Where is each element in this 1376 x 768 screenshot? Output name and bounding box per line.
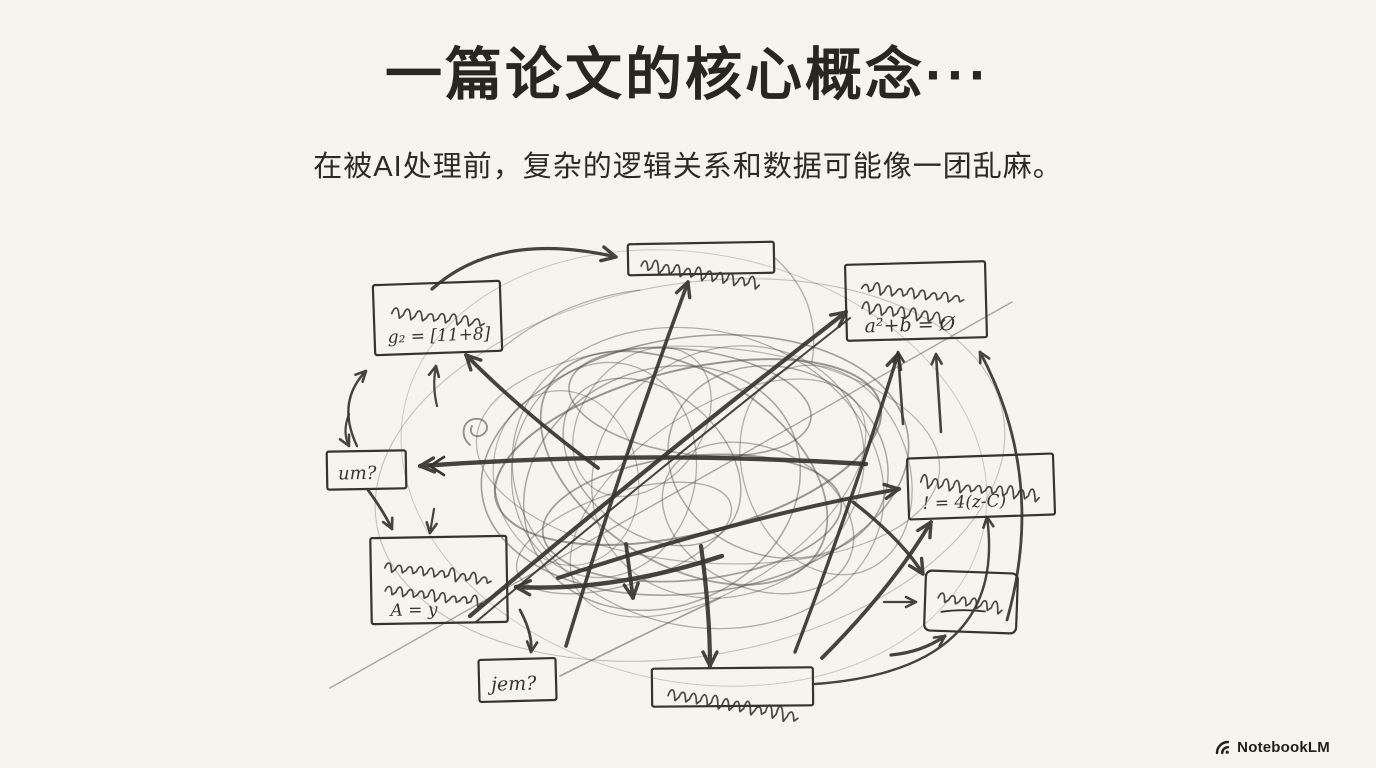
arrow <box>417 455 869 474</box>
box-outline <box>905 452 1057 521</box>
box-outline <box>477 656 558 704</box>
arrow <box>820 520 933 660</box>
arrow <box>347 369 368 448</box>
box-outline <box>843 260 989 342</box>
scribble-text <box>383 562 492 585</box>
arrows <box>338 245 1024 686</box>
box-outline <box>923 569 1019 635</box>
concept-box-bottom-left: A = y <box>369 534 509 626</box>
scribble-text <box>861 300 946 325</box>
tangle-scribble <box>329 249 1013 689</box>
scribble-text <box>937 592 1003 615</box>
arrow <box>518 608 539 654</box>
slide-subtitle: 在被AI处理前，复杂的逻辑关系和数据可能像一团乱麻。 <box>313 151 1063 183</box>
concept-box-mid-right: ! = 4(z-C) <box>905 452 1057 521</box>
arrow <box>513 553 725 597</box>
arrow <box>475 317 851 623</box>
arrow <box>978 350 1024 622</box>
scribble-text <box>640 259 761 290</box>
arrow <box>622 542 640 600</box>
scribble-text <box>919 473 1040 503</box>
arrow <box>467 309 849 619</box>
notebooklm-logo-icon <box>1215 740 1230 755</box>
arrow <box>430 245 618 291</box>
concept-box-mid-left: um? <box>325 449 408 491</box>
arrow <box>564 280 692 648</box>
formula-text: g₂ = [11+8] <box>387 324 491 348</box>
arrow <box>556 482 901 580</box>
watermark: NotebookLM <box>1214 739 1330 756</box>
scribble-word: um? <box>338 463 377 485</box>
concept-box-top-center <box>626 240 776 290</box>
scribble-text <box>390 307 486 327</box>
formula-text: a²+b = Ø <box>864 313 956 337</box>
arrow <box>851 500 925 576</box>
scribble-text <box>860 282 965 303</box>
arrow <box>464 353 600 470</box>
arrow <box>425 507 438 535</box>
arrow <box>427 364 441 408</box>
box-outline <box>369 534 509 626</box>
concept-box-jem: jem? <box>477 656 558 704</box>
arrow <box>930 352 943 434</box>
box-outline <box>325 449 408 491</box>
concept-box-top-right: a²+b = Ø <box>843 260 989 342</box>
formula-text: ! = 4(z-C) <box>922 491 1006 514</box>
box-outline <box>371 279 504 357</box>
arrow <box>366 488 394 531</box>
formula-text: A = y <box>388 600 438 621</box>
concept-box-bottom-right <box>923 569 1019 635</box>
arrow <box>889 634 947 657</box>
concept-box-bottom-center <box>650 666 815 723</box>
scribble-word: jem? <box>487 672 538 695</box>
scribble-text <box>667 689 799 723</box>
slide-title: 一篇论文的核心概念··· <box>385 43 991 107</box>
brand-label: NotebookLM <box>1237 739 1330 756</box>
arrow <box>813 515 995 686</box>
arrow <box>793 352 903 654</box>
underline-stroke <box>940 609 986 613</box>
scribble-text <box>384 585 483 608</box>
arrow <box>892 350 905 426</box>
concept-box-top-left: g₂ = [11+8] <box>371 279 504 357</box>
